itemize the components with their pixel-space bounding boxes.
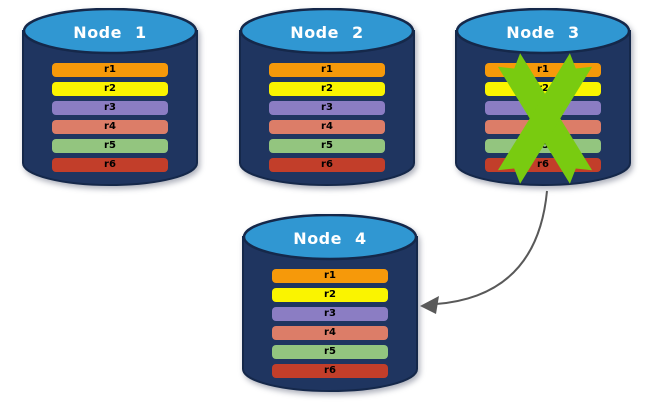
row-r2: r2: [269, 82, 385, 96]
failure-x-icon: [497, 53, 593, 184]
row-r1: r1: [269, 63, 385, 77]
failover-arrow-curve: [435, 190, 548, 305]
node-title: Node 4: [293, 229, 367, 248]
node-title: Node 2: [290, 23, 364, 42]
row-r4: r4: [52, 120, 168, 134]
row-r2: r2: [52, 82, 168, 96]
row-r3: r3: [52, 101, 168, 115]
row-r3: r3: [269, 101, 385, 115]
node-2: Node 2 r1 r2 r3 r4 r5 r6: [237, 8, 417, 186]
row-r2: r2: [272, 288, 388, 302]
node-title: Node 3: [506, 23, 580, 42]
row-r6: r6: [52, 158, 168, 172]
row-r6: r6: [272, 364, 388, 378]
row-r5: r5: [272, 345, 388, 359]
row-r5: r5: [269, 139, 385, 153]
row-list: r1 r2 r3 r4 r5 r6: [52, 63, 168, 177]
row-r3: r3: [272, 307, 388, 321]
row-r1: r1: [272, 269, 388, 283]
row-list: r1 r2 r3 r4 r5 r6: [272, 269, 388, 383]
row-list: r1 r2 r3 r4 r5 r6: [269, 63, 385, 177]
node-title: Node 1: [73, 23, 147, 42]
node-3: Node 3r1r2r3r4r5r6: [453, 8, 633, 186]
row-r1: r1: [52, 63, 168, 77]
row-r4: r4: [269, 120, 385, 134]
row-r6: r6: [269, 158, 385, 172]
failover-arrow-head-icon: [420, 296, 439, 314]
row-r5: r5: [52, 139, 168, 153]
node-4: Node 4 r1 r2 r3 r4 r5 r6: [240, 214, 420, 392]
row-r4: r4: [272, 326, 388, 340]
node-1: Node 1 r1 r2 r3 r4 r5 r6: [20, 8, 200, 186]
